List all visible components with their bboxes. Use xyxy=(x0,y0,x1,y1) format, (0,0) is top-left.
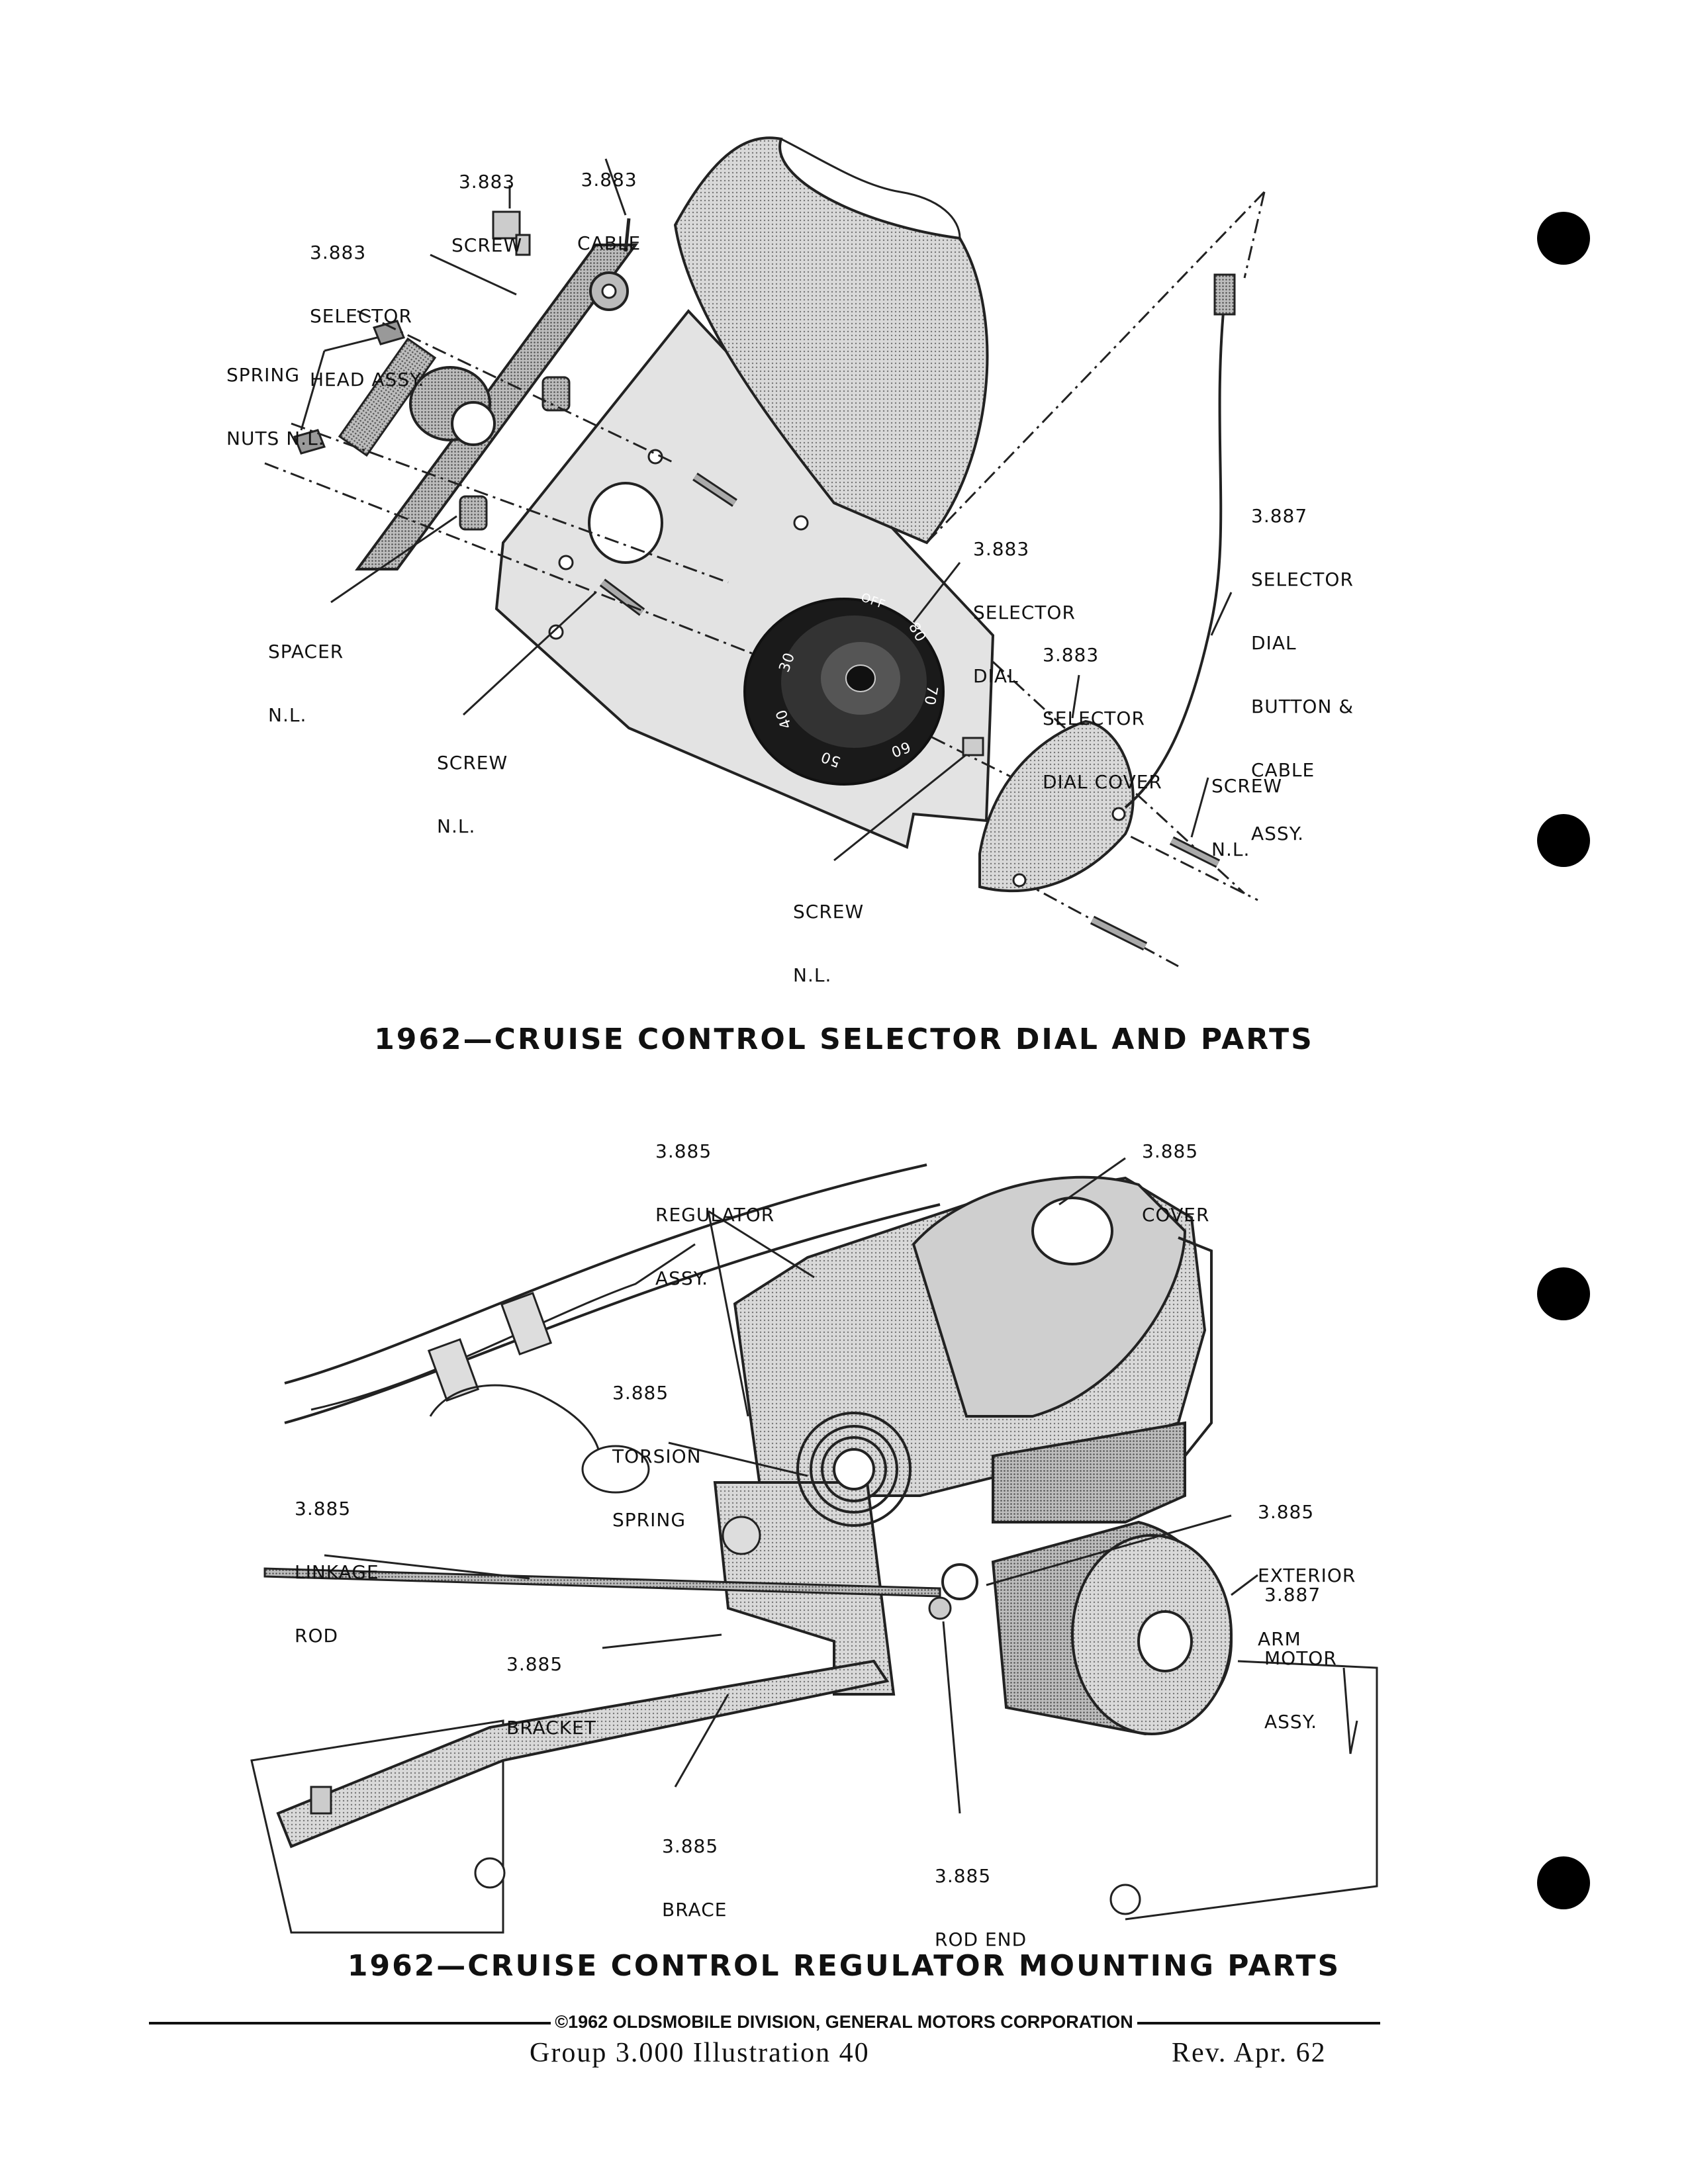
revision-date: Rev. Apr. 62 xyxy=(1172,2038,1327,2068)
label-selector-dial: 3.883 SELECTOR DIAL xyxy=(973,538,1076,687)
label-screw-nl-2: SCREW N.L. xyxy=(793,901,865,986)
label-screw-nl-1: SCREW N.L. xyxy=(437,752,508,837)
plate-hole xyxy=(588,482,663,564)
label-cover: 3.885 COVER xyxy=(1142,1140,1210,1226)
label-selector-head-assy: 3.883 SELECTOR HEAD ASSY. xyxy=(310,242,425,390)
group-illustration-number: Group 3.000 Illustration 40 xyxy=(530,2038,870,2068)
torsion-spring-graphic xyxy=(796,1412,912,1527)
dial-cover-graphic xyxy=(978,719,1135,892)
binder-hole-1 xyxy=(1537,212,1590,265)
label-bracket: 3.885 BRACKET xyxy=(506,1653,596,1739)
bottom-diagram-caption: 1962—CRUISE CONTROL REGULATOR MOUNTING P… xyxy=(347,1949,1341,1983)
binder-hole-2 xyxy=(1537,814,1590,867)
label-selector-dial-cover: 3.883 SELECTOR DIAL COVER xyxy=(1043,644,1162,793)
label-screw-nl-3: SCREW N.L. xyxy=(1211,775,1283,860)
label-linkage-rod: 3.885 LINKAGE ROD xyxy=(295,1498,379,1647)
label-motor-assy: 3.887 MOTOR ASSY. xyxy=(1264,1584,1337,1733)
binder-hole-4 xyxy=(1537,1856,1590,1909)
label-spring-nuts: SPRING NUTS N.L. xyxy=(226,364,325,449)
label-rod-end: 3.885 ROD END xyxy=(935,1865,1027,1950)
label-exterior-arm: 3.885 EXTERIOR ARM xyxy=(1258,1501,1356,1650)
label-button-cable-assy: 3.887 SELECTOR DIAL BUTTON & CABLE ASSY. xyxy=(1251,505,1354,844)
label-screw: 3.883 SCREW xyxy=(451,171,523,256)
label-regulator-assy: 3.885 REGULATOR ASSY. xyxy=(655,1140,775,1289)
brace-graphic xyxy=(276,1659,890,1848)
dial-mark-70: 70 xyxy=(920,684,941,707)
label-brace: 3.885 BRACE xyxy=(662,1835,727,1921)
linkage-rod-graphic xyxy=(263,1567,941,1598)
selector-dial-graphic xyxy=(743,598,945,786)
top-diagram-caption: 1962—CRUISE CONTROL SELECTOR DIAL AND PA… xyxy=(374,1023,1314,1056)
copyright-notice: ©1962 OLDSMOBILE DIVISION, GENERAL MOTOR… xyxy=(0,2012,1688,2032)
binder-hole-3 xyxy=(1537,1267,1590,1320)
cone-housing xyxy=(673,136,989,545)
label-cable: 3.883 CABLE xyxy=(577,169,641,254)
label-spacer: SPACER N.L. xyxy=(268,641,344,726)
label-torsion-spring: 3.885 TORSION SPRING xyxy=(612,1382,702,1531)
selector-head-bar xyxy=(355,244,638,570)
